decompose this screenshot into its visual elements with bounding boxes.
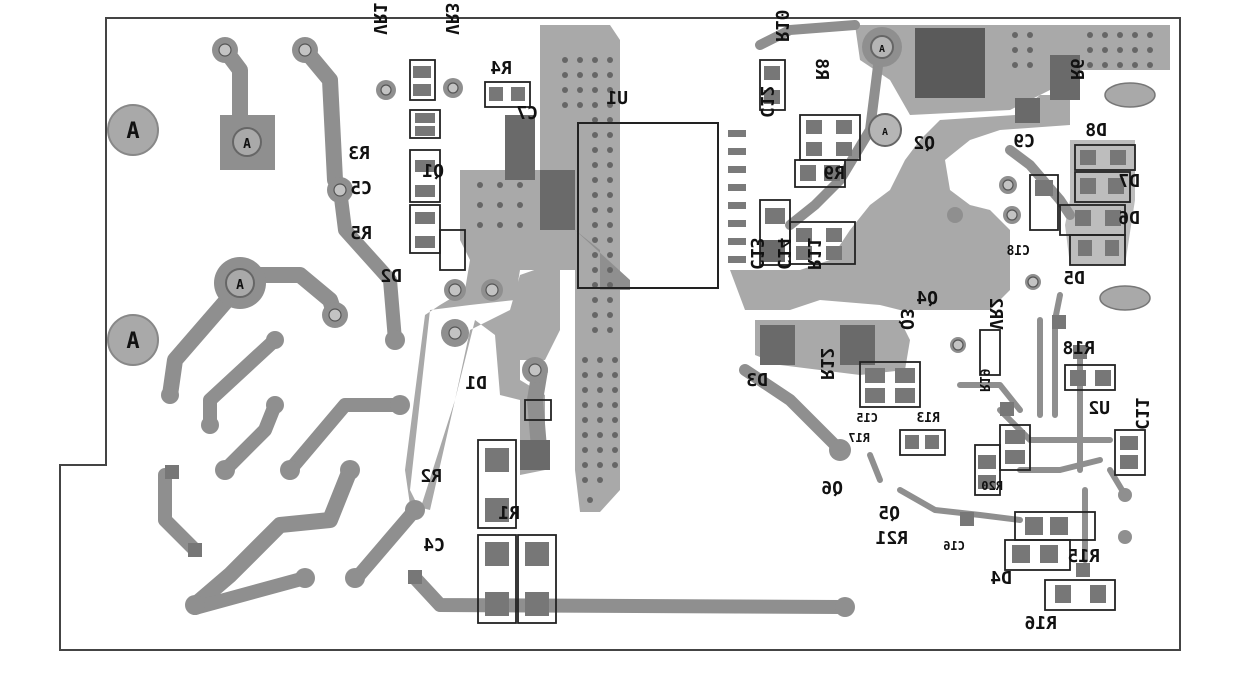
label-A6: A bbox=[882, 127, 888, 138]
label-A5: A bbox=[879, 44, 885, 55]
mount-labels: A A A A A A bbox=[126, 44, 888, 354]
label-A2: A bbox=[126, 329, 139, 354]
round-pads bbox=[161, 37, 1132, 617]
label-A3: A bbox=[243, 137, 251, 152]
ic-bodies bbox=[505, 28, 1080, 470]
label-A4: A bbox=[236, 278, 244, 293]
mounting-holes bbox=[107, 27, 1156, 366]
u1-chip bbox=[577, 122, 746, 289]
via-grids bbox=[477, 32, 1153, 503]
label-A1: A bbox=[126, 119, 139, 144]
smd-components bbox=[165, 59, 1146, 624]
